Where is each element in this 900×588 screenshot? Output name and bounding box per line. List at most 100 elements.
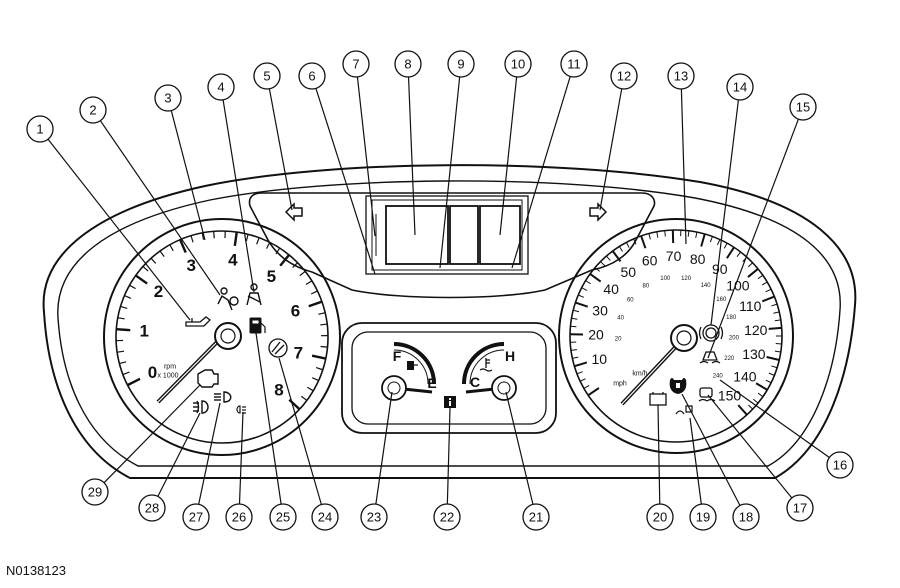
callout-number: 23 xyxy=(367,510,381,525)
callout-number: 17 xyxy=(793,501,807,516)
callout-number: 5 xyxy=(263,69,270,84)
callout-16: 16 xyxy=(826,451,854,479)
speedometer-tick xyxy=(716,239,721,246)
figure-id: N0138123 xyxy=(6,563,66,578)
tachometer-tick xyxy=(190,235,194,243)
tachometer-tick xyxy=(320,345,328,348)
speedometer-tick xyxy=(648,233,651,240)
tachometer-tick xyxy=(213,231,215,239)
callout-leader-line xyxy=(99,120,221,296)
tachometer-label: 0 xyxy=(148,363,157,382)
speedometer-label: 70 xyxy=(666,248,682,264)
callout-leader-line xyxy=(499,76,518,236)
speedometer-tick xyxy=(640,235,647,249)
battery-icon xyxy=(649,392,667,406)
callout-circle xyxy=(504,50,532,78)
tachometer-tick xyxy=(159,250,165,258)
callout-number: 27 xyxy=(189,510,203,525)
tachometer-tick xyxy=(116,327,131,332)
speedometer-tick xyxy=(753,398,759,404)
callout-leader-line xyxy=(657,404,661,505)
speedometer-tick xyxy=(757,392,764,398)
tachometer-ticks xyxy=(116,231,328,411)
speedometer-tick xyxy=(570,349,577,351)
callout-leader-line xyxy=(356,76,376,237)
callout-leader-line xyxy=(599,88,623,211)
tachometer-tick xyxy=(312,377,319,382)
callout-circle xyxy=(298,62,326,90)
callout-number: 16 xyxy=(833,458,847,473)
callout-leader-line xyxy=(268,88,293,211)
speedometer-tick xyxy=(774,350,781,353)
seatbelt-icon xyxy=(246,283,262,306)
tachometer-tick xyxy=(201,232,205,240)
speedometer-tick xyxy=(761,281,768,286)
callout-circle xyxy=(560,50,588,78)
tachometer-label: 6 xyxy=(291,301,300,320)
speedometer-tick xyxy=(737,404,748,416)
callout-number: 10 xyxy=(511,57,525,72)
callout-29: 29 xyxy=(81,478,109,506)
speedometer-inner-label: 200 xyxy=(729,336,740,342)
tachometer-label: 3 xyxy=(186,256,195,275)
callout-22: 22 xyxy=(433,503,461,531)
callout-number: 22 xyxy=(440,510,454,525)
callout-leader-line xyxy=(170,110,206,241)
speedometer-unit-mph: mph xyxy=(613,381,627,388)
callout-7: 7 xyxy=(342,50,370,78)
callout-circle xyxy=(394,50,422,78)
speedometer-label: 20 xyxy=(588,327,604,343)
temperature-gauge-hub xyxy=(491,375,517,401)
callout-26: 26 xyxy=(225,503,253,531)
speedometer-label: 100 xyxy=(726,277,750,293)
tachometer-tick xyxy=(308,300,323,308)
cruise-control-icon xyxy=(699,351,721,364)
tachometer-tick xyxy=(233,231,238,247)
callout-leader-line xyxy=(222,99,255,293)
speedometer-tick xyxy=(589,273,602,283)
traction-icon xyxy=(268,338,288,358)
tachometer-label: 7 xyxy=(294,343,303,362)
callout-circle xyxy=(646,503,674,531)
tachometer-label: 2 xyxy=(154,282,163,301)
speedometer-label: 110 xyxy=(739,298,762,314)
callout-circle xyxy=(79,96,107,124)
speedometer-tick xyxy=(757,274,764,280)
speedometer-tick xyxy=(773,311,780,314)
callout-21: 21 xyxy=(522,503,550,531)
speedometer-tick xyxy=(575,301,589,308)
callout-circle xyxy=(253,62,281,90)
speedometer-tick xyxy=(579,378,586,382)
callout-circle xyxy=(689,503,717,531)
tachometer-tick xyxy=(129,284,136,290)
callout-10: 10 xyxy=(504,50,532,78)
callout-number: 15 xyxy=(796,100,810,115)
callout-leader-line xyxy=(719,379,830,458)
callout-5: 5 xyxy=(253,62,281,90)
speedometer-unit-kmh: km/h xyxy=(632,371,647,378)
speedometer-inner-label: 180 xyxy=(726,315,737,321)
speedometer-tick xyxy=(774,319,781,322)
fuel-empty-label: E xyxy=(427,375,436,391)
callout-14: 14 xyxy=(726,73,754,101)
low-beam-icon xyxy=(214,391,232,403)
callout-number: 20 xyxy=(653,510,667,525)
speedometer-tick xyxy=(766,356,780,361)
speedometer-label: 30 xyxy=(592,303,608,319)
oil-can-icon xyxy=(185,316,211,327)
callout-leader-line xyxy=(505,391,534,505)
callout-number: 13 xyxy=(674,69,688,84)
tachometer-tick xyxy=(311,354,327,360)
callout-number: 14 xyxy=(733,80,747,95)
speedometer-tick xyxy=(573,309,580,313)
tachometer-label: 4 xyxy=(228,250,238,269)
callout-leader-line xyxy=(707,118,799,359)
tachometer-tick xyxy=(300,395,308,401)
speedometer-tick xyxy=(768,326,782,330)
speedometer-label: 140 xyxy=(733,369,757,385)
cluster-outline xyxy=(42,164,857,479)
tachometer-tick xyxy=(150,257,157,264)
speedometer-tick xyxy=(748,404,754,410)
